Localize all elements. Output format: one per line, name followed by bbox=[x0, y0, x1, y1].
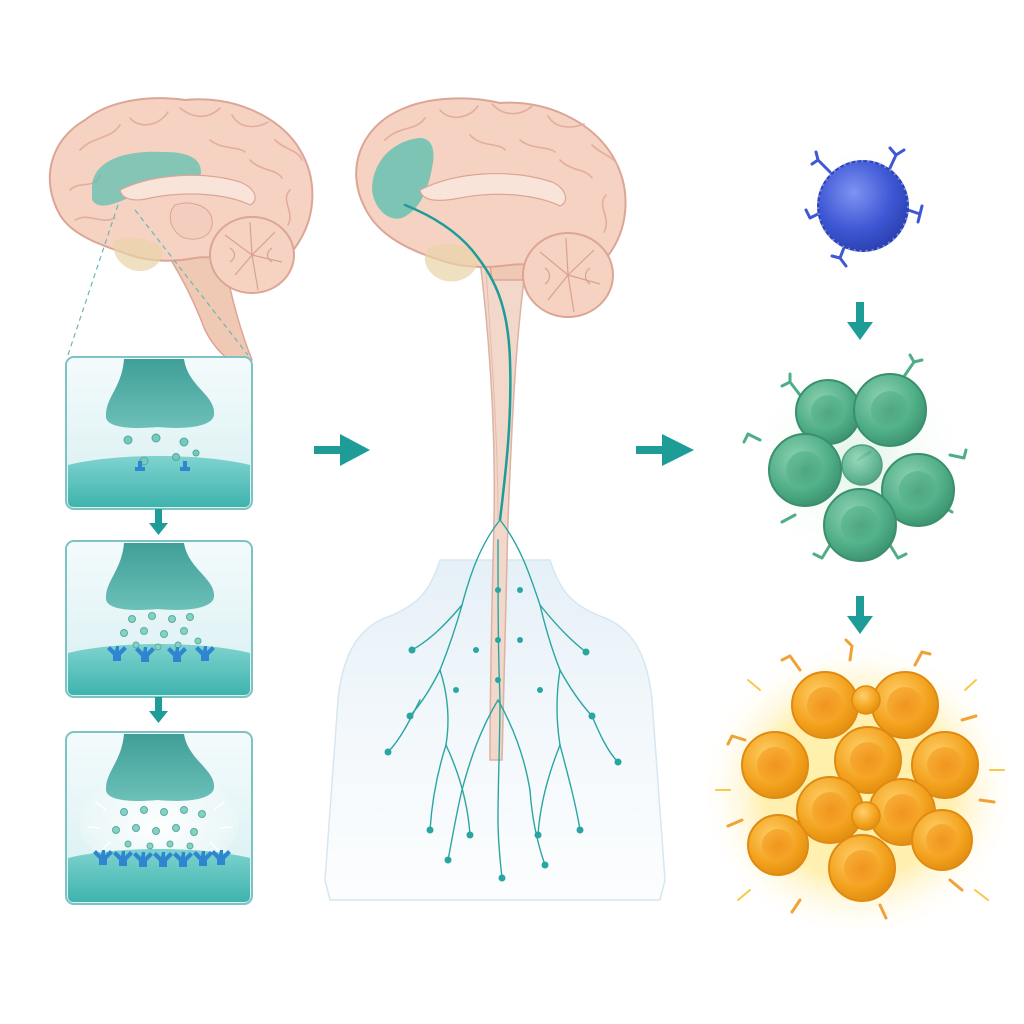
left-limbic-highlight bbox=[92, 151, 201, 206]
spinal-cord bbox=[477, 239, 531, 761]
center-corpus-callosum bbox=[419, 172, 567, 207]
immune-stage-3 bbox=[698, 638, 1018, 940]
synapse-receptors bbox=[135, 461, 190, 471]
left-corpus-callosum bbox=[119, 174, 256, 206]
immune-stage-1 bbox=[804, 146, 924, 268]
center-temporal-shade bbox=[424, 243, 479, 282]
left-brain bbox=[48, 97, 314, 369]
stage-arrow-2 bbox=[149, 697, 168, 723]
nerve-endings bbox=[384, 587, 622, 882]
synapse-panel-1 bbox=[65, 356, 253, 510]
synapse-receptors bbox=[107, 646, 215, 662]
arrow-right-icon bbox=[314, 434, 370, 466]
neural-pathway bbox=[403, 203, 512, 522]
left-thalamus bbox=[169, 202, 213, 240]
synapse-terminal bbox=[105, 359, 215, 428]
green-immune-cells bbox=[768, 373, 955, 562]
center-brain bbox=[355, 97, 627, 318]
orange-cell-receptors bbox=[726, 638, 996, 920]
synapse-terminal bbox=[105, 734, 215, 801]
left-temporal-shade bbox=[113, 237, 163, 272]
left-cerebellum bbox=[209, 216, 295, 294]
center-cerebellum bbox=[522, 232, 614, 318]
activation-sparks bbox=[715, 679, 1005, 901]
left-zoom-lines bbox=[67, 204, 249, 356]
arrow-down-icon bbox=[847, 302, 873, 340]
arrow-down-icon bbox=[847, 596, 873, 634]
synapse-vesicles bbox=[112, 806, 206, 850]
synapse-membrane bbox=[68, 644, 250, 695]
synapse-panel-2 bbox=[65, 540, 253, 698]
center-gyri bbox=[384, 103, 619, 233]
orange-immune-cells bbox=[741, 671, 979, 902]
stage-arrow-1 bbox=[149, 509, 168, 535]
immune-stage-2 bbox=[740, 350, 976, 574]
center-limbic-highlight bbox=[372, 138, 434, 219]
synapse-sparks bbox=[87, 801, 233, 851]
synapse-vesicles bbox=[120, 612, 202, 651]
synapse-membrane bbox=[68, 456, 250, 507]
synapse-receptors bbox=[93, 850, 231, 867]
synapse-panel-3 bbox=[65, 731, 253, 905]
arrow-right-icon bbox=[636, 434, 694, 466]
synapse-terminal bbox=[105, 543, 215, 610]
left-gyri bbox=[69, 107, 303, 226]
